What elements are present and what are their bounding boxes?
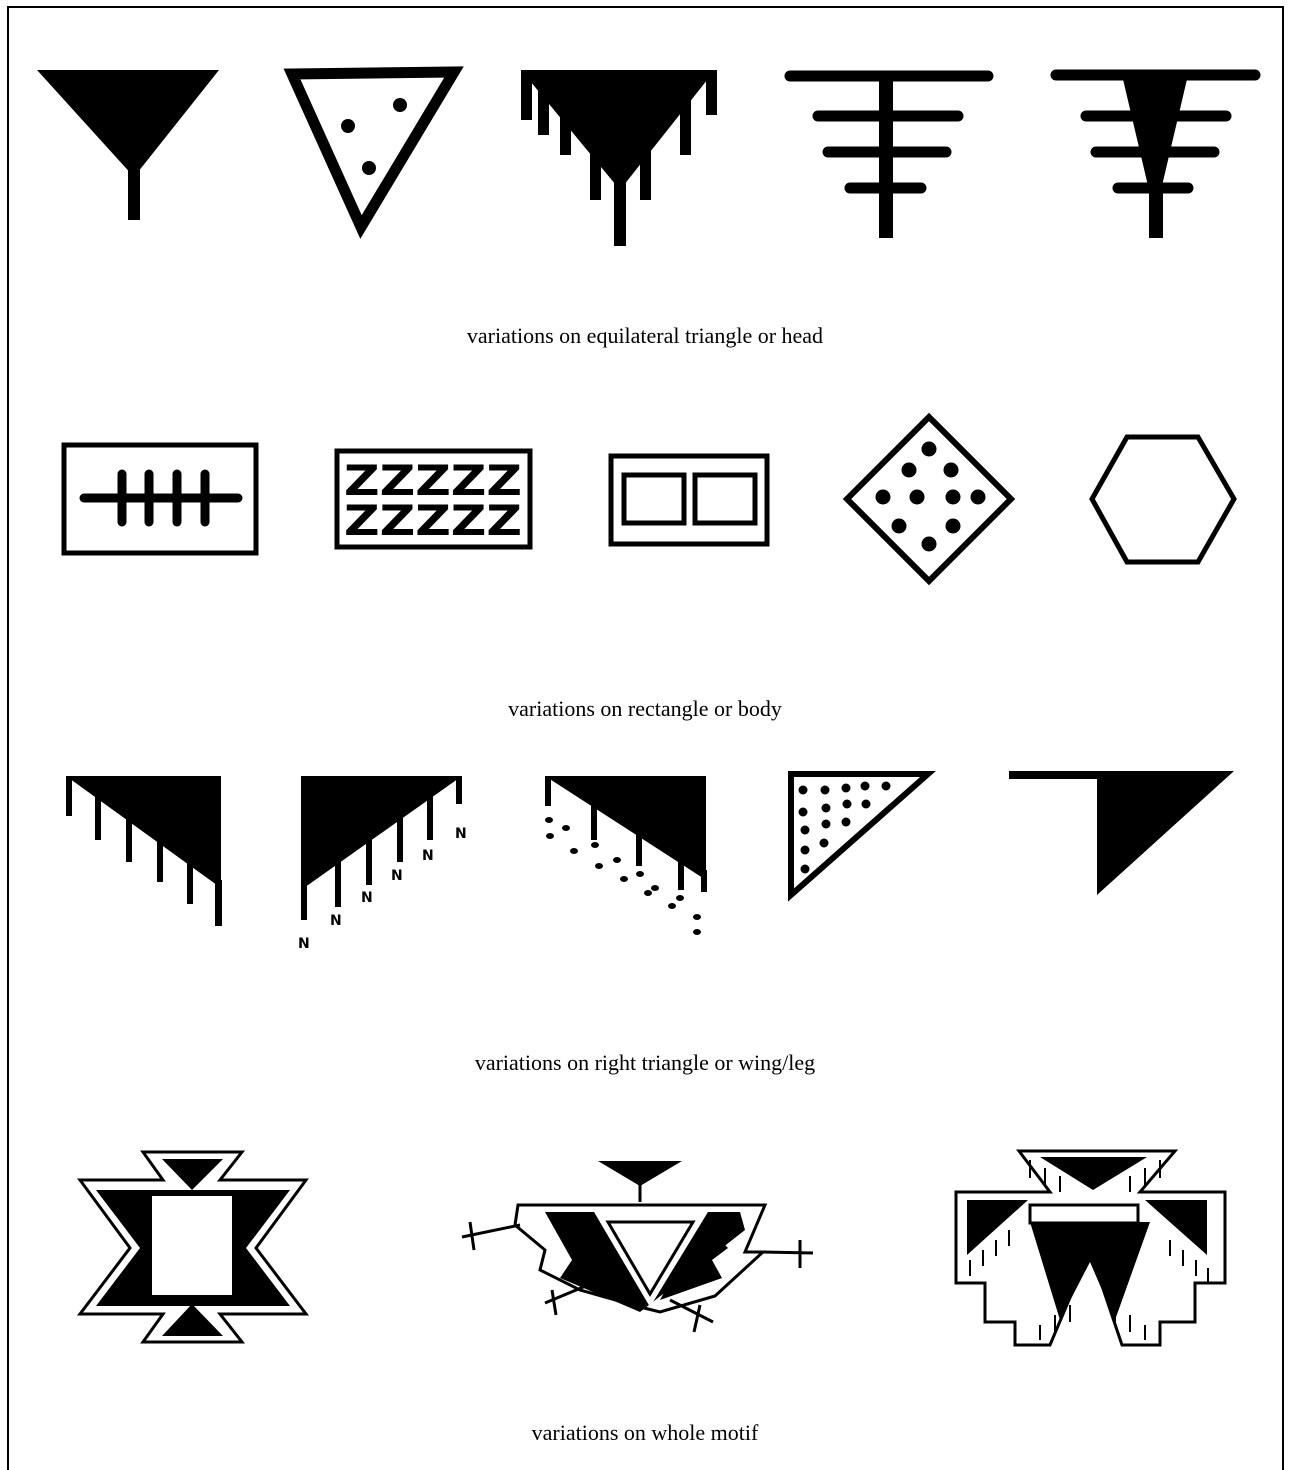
wing-fringed-plain — [66, 776, 222, 926]
n-mark-6: N — [298, 936, 310, 952]
n-mark-2: N — [422, 848, 434, 864]
caption-whole-motif: variations on whole motif — [0, 1420, 1290, 1446]
motif-branched-figure — [462, 1161, 813, 1332]
caption-right-triangle: variations on right triangle or wing/leg — [0, 1050, 1290, 1076]
body-rect-double-panel — [611, 456, 767, 544]
head-fringed-triangle — [521, 70, 717, 246]
caption-equilateral-triangle: variations on equilateral triangle or he… — [0, 323, 1290, 349]
caption-rectangle: variations on rectangle or body — [0, 696, 1290, 722]
motif-stepped-cross — [80, 1152, 306, 1342]
n-mark-3: N — [391, 868, 403, 884]
head-bar-wedge — [1056, 75, 1255, 238]
head-dotted-triangle — [292, 72, 454, 227]
zigzag-row-bottom: ZZZZZ — [344, 496, 522, 545]
wing-solid-with-bar — [1009, 771, 1234, 895]
wing-fringed-n-marks — [301, 776, 462, 920]
wing-fringed-dashes — [545, 776, 707, 935]
n-mark-4: N — [361, 890, 373, 906]
motif-fringed-thunderbird — [956, 1151, 1225, 1345]
n-mark-5: N — [330, 913, 342, 929]
n-mark-1: N — [455, 826, 467, 842]
body-hexagon — [1092, 437, 1234, 562]
body-rect-crossbars — [64, 445, 256, 553]
head-bar-stack — [790, 76, 988, 238]
body-diamond-dotted — [847, 417, 1011, 581]
wing-dotted-outline — [791, 774, 928, 895]
head-solid-triangle — [37, 70, 219, 220]
